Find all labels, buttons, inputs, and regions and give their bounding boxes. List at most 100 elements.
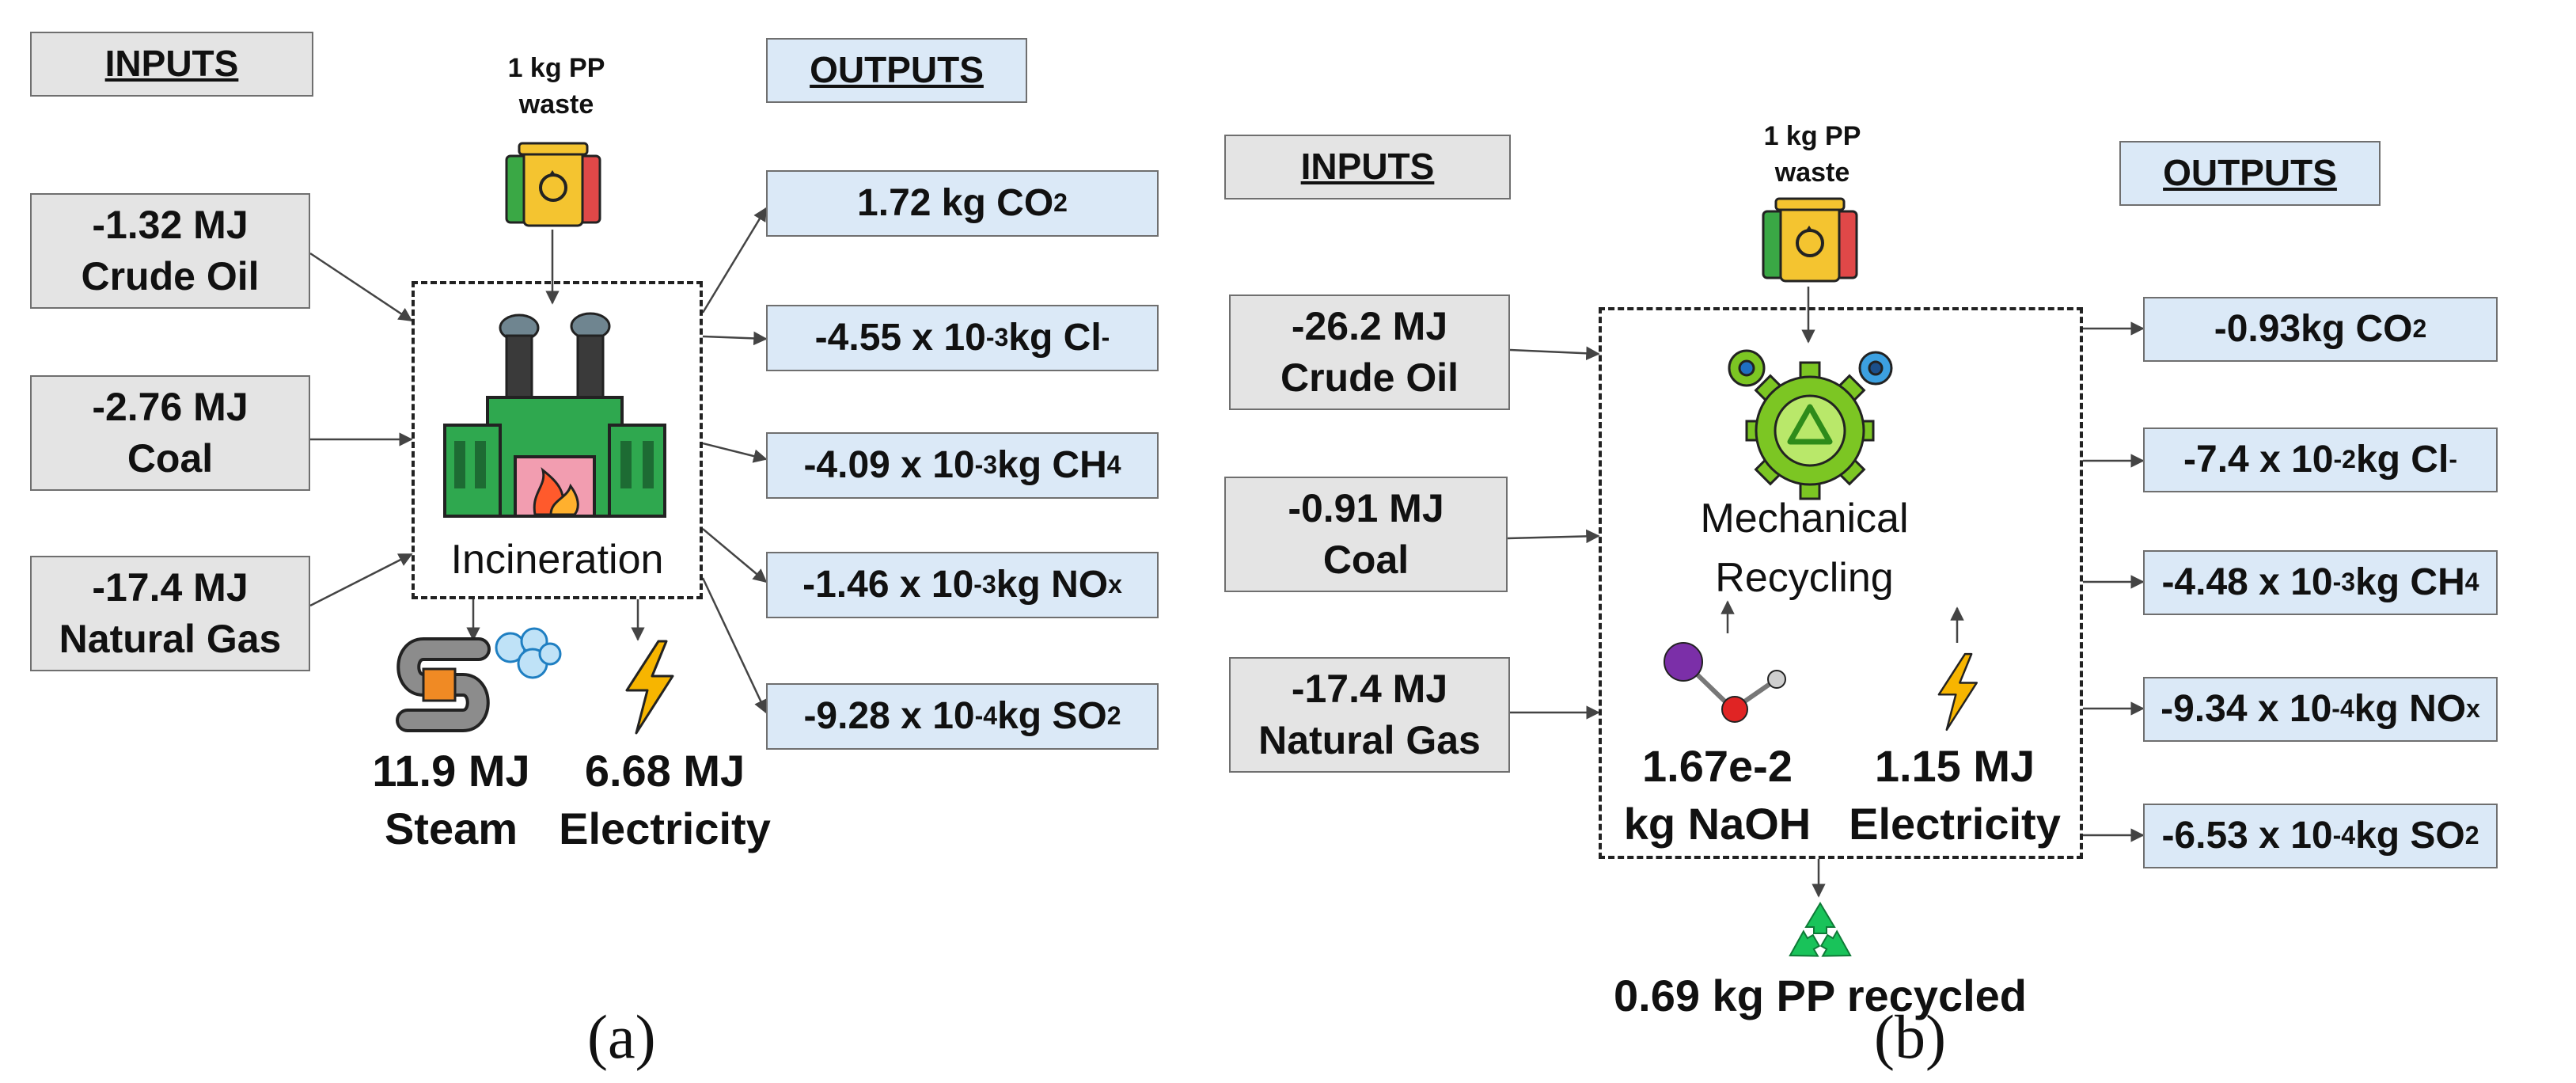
aux-amount: 1.67e-2 xyxy=(1642,741,1793,791)
steam-pipe-icon xyxy=(396,627,562,732)
aux-input-naoh-b: 1.67e-2 kg NaOH xyxy=(1607,738,1828,853)
process-box-a xyxy=(412,281,703,599)
input-natural-gas-b: -17.4 MJ Natural Gas xyxy=(1229,657,1510,773)
waste-amount-b: 1 kg PP xyxy=(1763,121,1861,151)
panel-caption-a: (a) xyxy=(587,1002,656,1071)
input-coal-a: -2.76 MJ Coal xyxy=(30,375,310,491)
waste-bins-icon xyxy=(505,142,601,227)
product-amount: 6.68 MJ xyxy=(584,746,745,796)
output-cl-a: -4.55 x 10-3 kg Cl- xyxy=(766,305,1159,371)
aux-name: kg NaOH xyxy=(1623,798,1812,849)
output-subscript: x xyxy=(1108,570,1122,599)
output-exponent: -4 xyxy=(974,701,998,731)
input-source: Natural Gas xyxy=(1258,718,1481,762)
recycle-icon xyxy=(1789,902,1852,957)
input-value: -17.4 MJ xyxy=(92,565,248,610)
output-unit: kg SO xyxy=(2355,814,2465,857)
output-exponent: -3 xyxy=(2332,568,2356,597)
output-unit: kg NO xyxy=(996,563,1109,606)
output-text: -6.53 x 10 xyxy=(2161,814,2333,857)
output-exponent: -3 xyxy=(985,323,1009,352)
output-charge: - xyxy=(1101,323,1110,352)
input-crude-oil-b: -26.2 MJ Crude Oil xyxy=(1229,294,1510,410)
product-name: Steam xyxy=(384,803,518,853)
input-source: Natural Gas xyxy=(59,617,282,661)
input-value: -0.91 MJ xyxy=(1288,486,1444,530)
output-unit: kg CH xyxy=(2355,560,2465,603)
waste-bins-icon xyxy=(1762,197,1858,283)
process-line-1: Mechanical xyxy=(1700,496,1909,542)
panel-caption-b: (b) xyxy=(1874,1002,1946,1071)
input-value: -2.76 MJ xyxy=(92,385,248,429)
input-value: -26.2 MJ xyxy=(1291,304,1448,348)
inputs-header-a: INPUTS xyxy=(30,32,313,97)
aux-name: Electricity xyxy=(1849,798,2061,849)
output-text: -0.93kg CO xyxy=(2214,307,2413,350)
input-value: -1.32 MJ xyxy=(92,203,248,247)
product-amount: 11.9 MJ xyxy=(372,746,530,796)
waste-label-a: 1 kg PP waste xyxy=(473,51,639,124)
aux-amount: 1.15 MJ xyxy=(1874,741,2035,791)
output-subscript: 4 xyxy=(2464,568,2479,597)
output-exponent: -4 xyxy=(2332,821,2356,850)
output-exponent: -3 xyxy=(973,570,996,599)
output-charge: - xyxy=(2449,445,2457,474)
aux-input-electricity-b: 1.15 MJ Electricity xyxy=(1832,738,2077,853)
output-text: -9.28 x 10 xyxy=(803,694,975,737)
output-text: -4.48 x 10 xyxy=(2161,560,2333,603)
output-subscript: x xyxy=(2466,694,2480,724)
waste-type-b: waste xyxy=(1774,157,1850,188)
product-recycled-b: 0.69 kg PP recycled xyxy=(1614,971,2027,1020)
output-text: -1.46 x 10 xyxy=(802,563,974,606)
output-text: -9.34 x 10 xyxy=(2161,687,2332,730)
factory-icon xyxy=(443,312,666,518)
lightning-icon xyxy=(1937,652,1978,732)
waste-type-a: waste xyxy=(518,89,594,120)
outputs-header-a: OUTPUTS xyxy=(766,38,1027,103)
waste-amount-a: 1 kg PP xyxy=(507,53,605,83)
input-source: Crude Oil xyxy=(1280,355,1459,400)
output-text: -4.09 x 10 xyxy=(803,443,975,486)
output-subscript: 2 xyxy=(1106,701,1121,731)
output-exponent: -3 xyxy=(974,450,998,480)
input-crude-oil-a: -1.32 MJ Crude Oil xyxy=(30,193,310,309)
output-subscript: 2 xyxy=(2412,314,2427,344)
output-text: -7.4 x 10 xyxy=(2183,438,2334,481)
output-text: 1.72 kg CO xyxy=(857,181,1054,224)
input-source: Crude Oil xyxy=(81,254,260,298)
output-subscript: 4 xyxy=(1106,450,1121,480)
waste-label-b: 1 kg PP waste xyxy=(1729,119,1895,192)
output-unit: kg CH xyxy=(997,443,1107,486)
output-exponent: -2 xyxy=(2333,445,2356,474)
naoh-molecule-icon xyxy=(1664,642,1786,723)
input-natural-gas-a: -17.4 MJ Natural Gas xyxy=(30,556,310,671)
output-exponent: -4 xyxy=(2331,694,2354,724)
output-subscript: 2 xyxy=(2464,821,2479,850)
product-steam-a: 11.9 MJ Steam xyxy=(348,743,554,858)
inputs-header-b: INPUTS xyxy=(1224,135,1511,200)
output-text: -4.55 x 10 xyxy=(814,316,986,359)
gears-recycle-icon xyxy=(1728,349,1893,500)
output-cl-b: -7.4 x 10-2 kg Cl- xyxy=(2143,428,2498,492)
input-value: -17.4 MJ xyxy=(1291,667,1448,711)
output-unit: kg Cl xyxy=(2355,438,2449,481)
input-source: Coal xyxy=(127,436,214,481)
input-coal-b: -0.91 MJ Coal xyxy=(1224,477,1508,592)
output-subscript: 2 xyxy=(1053,188,1068,218)
process-box-b xyxy=(1599,307,2083,859)
input-source: Coal xyxy=(1322,538,1409,582)
lightning-icon xyxy=(625,640,674,735)
outputs-header-b: OUTPUTS xyxy=(2119,141,2381,206)
output-unit: kg SO xyxy=(997,694,1107,737)
process-label-b: Mechanical Recycling xyxy=(1646,489,1963,609)
process-line-2: Recycling xyxy=(1715,555,1894,602)
